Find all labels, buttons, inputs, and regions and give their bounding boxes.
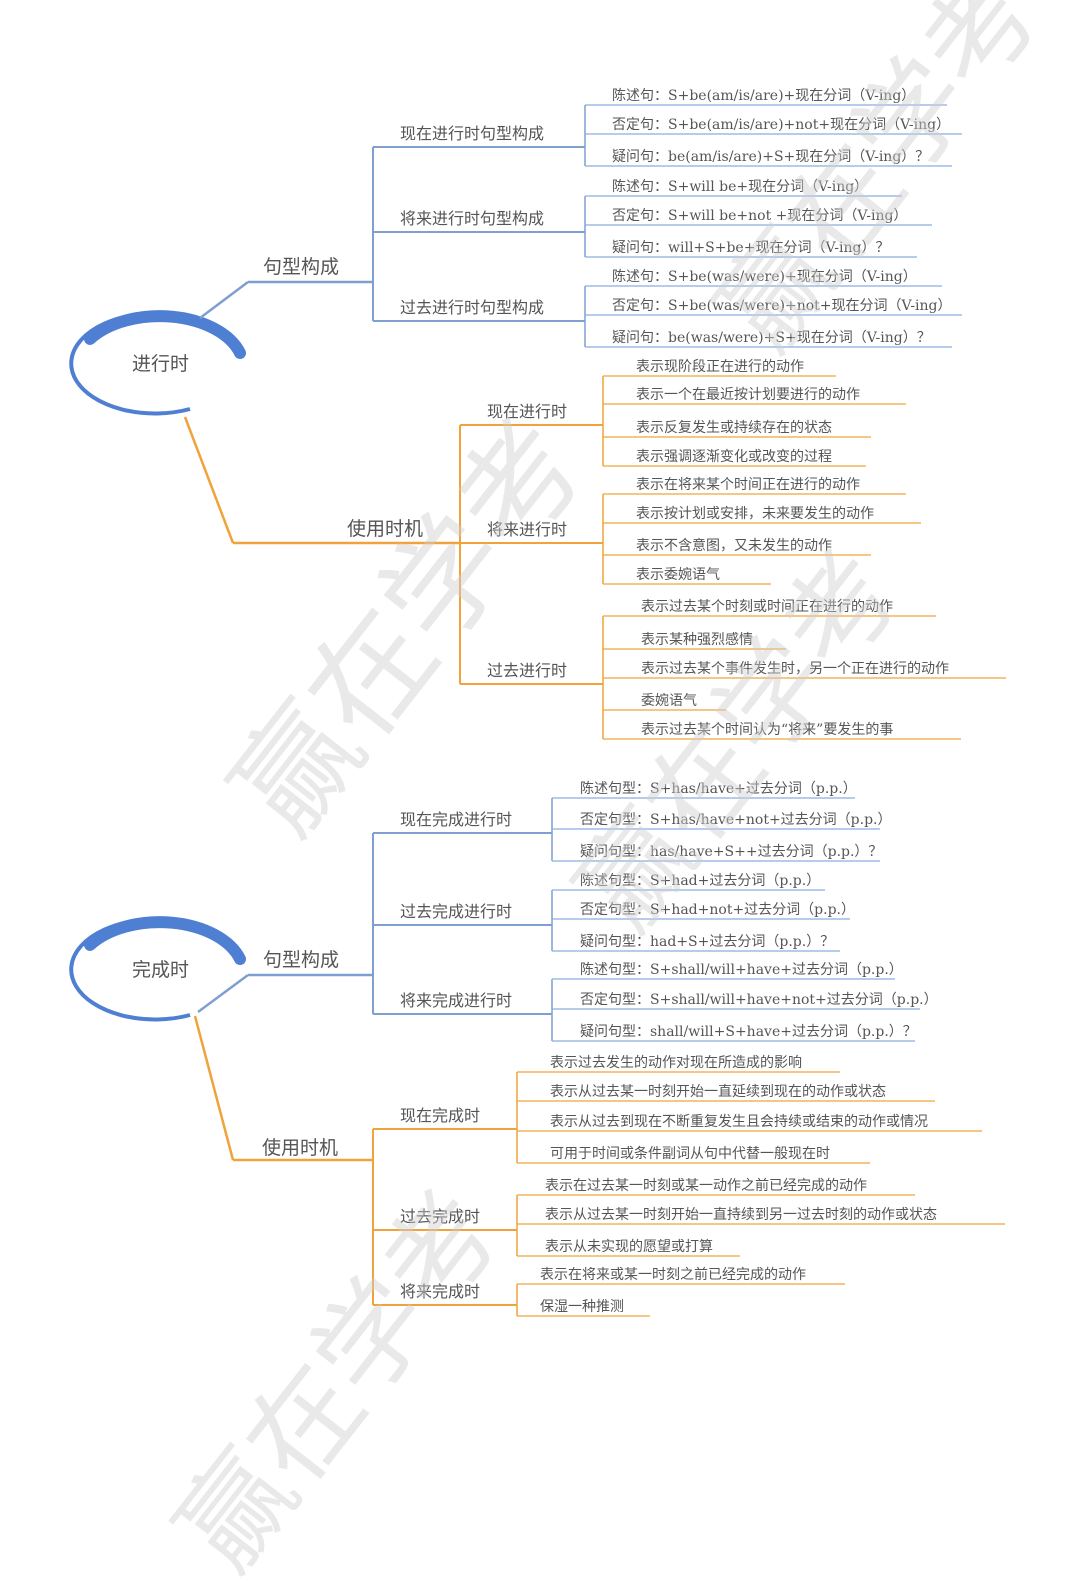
group-label: 现在完成进行时: [400, 810, 512, 829]
leaf-item: 疑问句：will+S+be+现在分词（V-ing）？: [612, 240, 889, 256]
leaf-item: 陈述句型：S+shall/will+have+过去分词（p.p.）: [580, 961, 903, 978]
leaf-item: 疑问句型：has/have+S++过去分词（p.p.）？: [580, 844, 882, 860]
leaf-item: 表示在过去某一时刻或某一动作之前已经完成的动作: [545, 1177, 867, 1194]
root-node-label: 完成时: [132, 959, 189, 981]
group-label: 现在完成时: [400, 1106, 480, 1125]
group-label: 过去进行时: [487, 661, 567, 680]
group-label: 现在进行时句型构成: [400, 124, 544, 143]
leaf-item: 表示按计划或安排，未来要发生的动作: [636, 506, 874, 522]
leaf-item: 否定句：S+be(was/were)+not+现在分词（V-ing）: [612, 298, 952, 314]
leaf-item: 否定句：S+be(am/is/are)+not+现在分词（V-ing）: [612, 117, 950, 133]
leaf-item: 陈述句：S+be(am/is/are)+现在分词（V-ing）: [612, 87, 915, 104]
branch-label: 使用时机: [262, 1137, 338, 1159]
leaf-item: 疑问句：be(am/is/are)+S+现在分词（V-ing）？: [612, 149, 929, 165]
leaf-item: 委婉语气: [641, 693, 697, 709]
leaf-item: 表示过去发生的动作对现在所造成的影响: [550, 1055, 802, 1071]
leaf-item: 表示在将来或某一时刻之前已经完成的动作: [540, 1266, 806, 1283]
root-node-ring-thick: [84, 310, 246, 359]
leaf-item: 表示强调逐渐变化或改变的过程: [636, 449, 832, 465]
leaf-item: 表示过去某个时间认为“将来”要发生的事: [641, 722, 893, 738]
leaf-item: 疑问句型：shall/will+S+have+过去分词（p.p.）？: [580, 1024, 917, 1040]
leaf-item: 表示从未实现的愿望或打算: [545, 1238, 713, 1255]
leaf-item: 否定句：S+will be+not +现在分词（V-ing）: [612, 208, 907, 224]
group-label: 过去进行时句型构成: [400, 298, 544, 317]
branch-connector: [193, 1015, 235, 1161]
leaf-item: 表示从过去某一时刻开始一直延续到现在的动作或状态: [550, 1083, 886, 1100]
leaf-item: 表示委婉语气: [636, 567, 720, 583]
group-label: 过去完成进行时: [400, 902, 512, 921]
group-label: 过去完成时: [400, 1207, 480, 1226]
leaf-item: 表示从过去到现在不断重复发生且会持续或结束的动作或情况: [550, 1113, 928, 1130]
group-label: 将来进行时句型构成: [400, 209, 544, 228]
branch-connector: [183, 416, 235, 544]
leaf-item: 表示从过去某一时刻开始一直持续到另一过去时刻的动作或状态: [545, 1206, 937, 1223]
leaf-item: 表示现阶段正在进行的动作: [636, 359, 804, 375]
group-label: 将来完成时: [400, 1282, 480, 1301]
leaf-item: 疑问句：be(was/were)+S+现在分词（V-ing）？: [612, 330, 931, 346]
branch-label: 句型构成: [263, 949, 339, 971]
leaf-item: 陈述句：S+be(was/were)+现在分词（V-ing）: [612, 268, 917, 285]
leaf-item: 陈述句型：S+had+过去分词（p.p.）: [580, 872, 820, 889]
leaf-item: 表示不含意图，又未发生的动作: [636, 537, 832, 554]
mind-map: 进行时句型构成现在进行时句型构成陈述句：S+be(am/is/are)+现在分词…: [69, 87, 1006, 1317]
root-node-label: 进行时: [132, 353, 189, 375]
leaf-item: 表示过去某个时刻或时间正在进行的动作: [641, 599, 893, 615]
leaf-item: 表示反复发生或持续存在的状态: [636, 419, 832, 436]
leaf-item: 表示在将来某个时间正在进行的动作: [636, 477, 860, 493]
branch-connector: [199, 281, 249, 319]
leaf-item: 疑问句型：had+S+过去分词（p.p.）？: [580, 934, 834, 950]
group-label: 将来完成进行时: [400, 991, 512, 1010]
leaf-item: 表示一个在最近按计划要进行的动作: [636, 387, 860, 403]
root-node-ring-thick: [84, 916, 246, 965]
leaf-item: 否定句型：S+has/have+not+过去分词（p.p.）: [580, 812, 892, 828]
branch-label: 使用时机: [347, 518, 423, 540]
group-label: 将来进行时: [487, 520, 567, 539]
leaf-item: 可用于时间或条件副词从句中代替一般现在时: [550, 1145, 830, 1162]
leaf-item: 否定句型：S+shall/will+have+not+过去分词（p.p.）: [580, 992, 938, 1008]
group-label: 现在进行时: [487, 402, 567, 421]
leaf-item: 陈述句：S+will be+现在分词（V-ing）: [612, 178, 868, 195]
leaf-item: 表示某种强烈感情: [641, 631, 753, 648]
leaf-item: 表示过去某个事件发生时，另一个正在进行的动作: [641, 661, 949, 677]
leaf-item: 保湿一种推测: [540, 1299, 624, 1315]
leaf-item: 否定句型：S+had+not+过去分词（p.p.）: [580, 902, 855, 918]
branch-label: 句型构成: [263, 256, 339, 278]
branch-connector: [197, 973, 249, 1014]
leaf-item: 陈述句型：S+has/have+过去分词（p.p.）: [580, 780, 857, 797]
